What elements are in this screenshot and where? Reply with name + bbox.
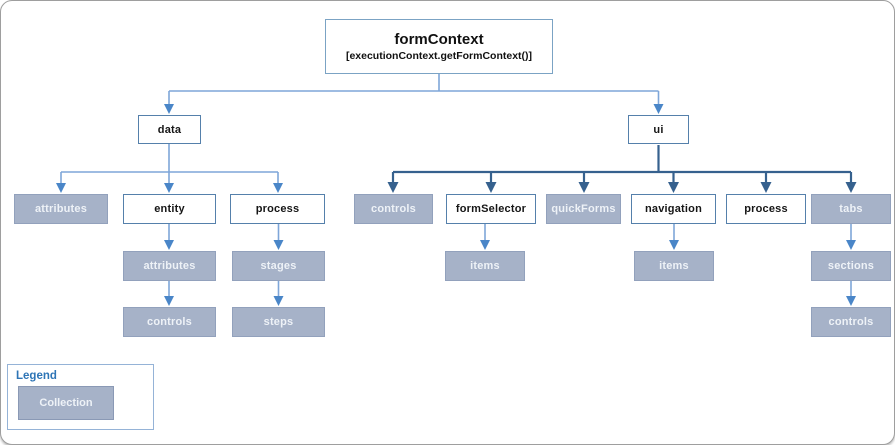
node-formcontext-subtitle: [executionContext.getFormContext()] [345,50,533,62]
arrowheads-ui-fan [387,182,857,193]
node-tabs-controls: controls [811,307,891,337]
arrowheads-data-fan [56,183,283,193]
node-quickforms: quickForms [546,194,621,224]
node-tabs: tabs [811,194,891,224]
connector-data-fan [60,144,279,184]
node-formcontext: formContext [executionContext.getFormCon… [325,19,553,74]
node-data: data [138,115,201,144]
node-formselector: formSelector [446,194,536,224]
node-tabs-sections: sections [811,251,891,281]
node-process-stages: stages [232,251,325,281]
node-entity-controls: controls [123,307,216,337]
node-formcontext-title: formContext [394,31,484,48]
arrowheads-root-split [164,104,664,114]
node-ui: ui [628,115,689,144]
node-ui-process: process [726,194,806,224]
legend-title: Legend [16,370,57,382]
connector-ui-fan [391,145,853,183]
legend-collection-swatch: Collection [18,386,114,420]
node-data-attributes: attributes [14,194,108,224]
node-navigation: navigation [631,194,716,224]
node-formselector-items: items [445,251,525,281]
legend-box: Legend Collection [7,364,154,430]
node-navigation-items: items [634,251,714,281]
connector-root-split [168,74,660,105]
node-ui-controls: controls [354,194,433,224]
node-entity: entity [123,194,216,224]
node-data-process: process [230,194,325,224]
node-entity-attributes: attributes [123,251,216,281]
node-process-steps: steps [232,307,325,337]
